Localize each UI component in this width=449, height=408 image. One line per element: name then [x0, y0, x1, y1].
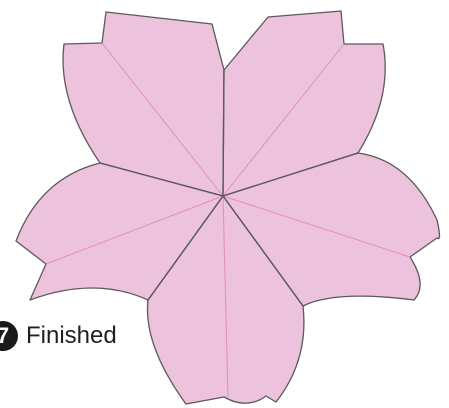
step-title: Finished — [26, 322, 117, 350]
step-number-badge: 7 — [0, 321, 18, 351]
step-caption: 7 Finished — [0, 318, 117, 354]
